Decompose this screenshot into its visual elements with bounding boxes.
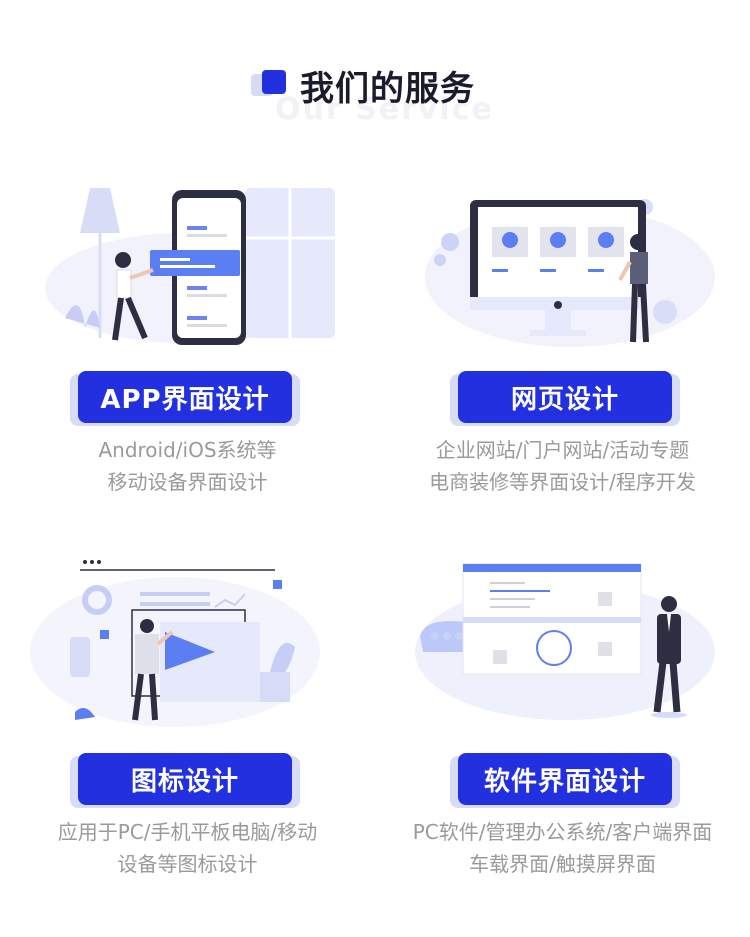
section-title: 我们的服务	[300, 69, 475, 109]
service-card-app: APP界面设计 Android/iOS系统等 移动设备界面设计	[0, 170, 375, 510]
title-bullet-icon	[262, 70, 286, 94]
service-card-web: 网页设计 企业网站/门户网站/活动专题 电商装修等界面设计/程序开发	[375, 170, 750, 510]
web-desc-line1: 企业网站/门户网站/活动专题	[435, 438, 690, 462]
web-desc-line2: 电商装修等界面设计/程序开发	[429, 470, 696, 494]
service-card-icon: 图标设计 应用于PC/手机平板电脑/移动 设备等图标设计	[0, 552, 375, 892]
icon-desc-line1: 应用于PC/手机平板电脑/移动	[57, 820, 318, 844]
service-card-software: 软件界面设计 PC软件/管理办公系统/客户端界面 车载界面/触摸屏界面	[375, 552, 750, 892]
web-illustration	[420, 172, 720, 348]
icon-desc-line2: 设备等图标设计	[117, 852, 258, 876]
software-design-button[interactable]: 软件界面设计	[458, 753, 672, 805]
section-subtitle-watermark: Our Service	[275, 92, 494, 127]
app-design-button[interactable]: APP界面设计	[78, 371, 292, 423]
icon-design-button[interactable]: 图标设计	[78, 753, 292, 805]
software-desc-line1: PC软件/管理办公系统/客户端界面	[412, 820, 713, 844]
web-design-button[interactable]: 网页设计	[458, 371, 672, 423]
icon-illustration	[30, 552, 330, 727]
app-illustration	[35, 178, 335, 348]
app-desc-line1: Android/iOS系统等	[98, 438, 277, 462]
software-desc-line2: 车载界面/触摸屏界面	[469, 852, 656, 876]
software-illustration	[415, 562, 715, 732]
app-desc-line2: 移动设备界面设计	[107, 470, 268, 494]
